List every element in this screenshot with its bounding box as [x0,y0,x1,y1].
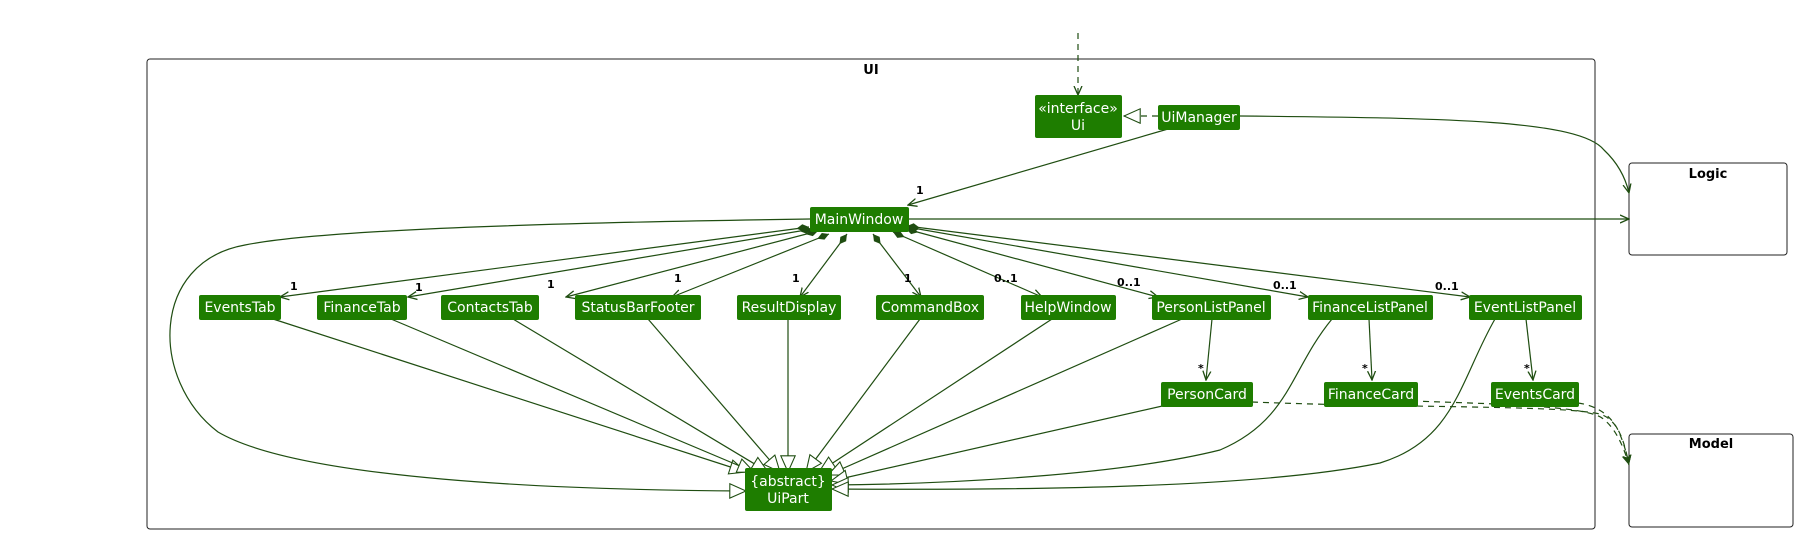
finance-card-name: FinanceCard [1328,387,1414,403]
finance-tab-name: FinanceTab [323,300,400,316]
class-ui-part[interactable]: {abstract} UiPart [745,468,832,511]
class-finance-card[interactable]: FinanceCard [1324,382,1418,407]
class-main-window[interactable]: MainWindow [810,207,909,232]
inherit-person-list [828,318,1183,475]
manager-mainwindow-edge [908,128,1169,205]
inherit-contacts-tab [512,318,768,472]
mult-status-bar: 1 [674,272,682,285]
composition-command-box [872,233,921,297]
person-card-model-edge [1251,401,1632,466]
events-card-name: EventsCard [1495,387,1575,403]
inherit-person-card [831,401,1181,481]
contacts-tab-name: ContactsTab [447,300,533,316]
inherit-help-window [819,318,1053,472]
composition-finance-tab [408,229,813,297]
status-bar-footer-name: StatusBarFooter [581,300,694,316]
inherit-command-box [806,318,921,472]
result-display-name: ResultDisplay [742,300,837,316]
class-status-bar-footer[interactable]: StatusBarFooter [575,295,701,320]
event-list-to-card [1525,318,1533,380]
class-result-display[interactable]: ResultDisplay [737,295,841,320]
composition-event-list [906,226,1470,297]
inherit-finance-tab [390,318,754,472]
edges [169,33,1632,491]
mult-finance-tab: 1 [415,281,423,294]
mult-help-window: 0..1 [994,272,1018,285]
command-box-name: CommandBox [881,300,979,316]
ui-package-title: UI [863,63,878,78]
composition-result-display [800,233,848,297]
mult-finance-list: 0..1 [1273,279,1297,292]
finance-card-model-edge [1411,400,1631,466]
multiplicities: 1 1 1 1 1 1 1 0..1 0..1 0..1 0..1 * * * [290,184,1530,375]
class-finance-tab[interactable]: FinanceTab [317,295,407,320]
events-card-model-edge [1577,402,1632,466]
composition-help-window [892,232,1042,297]
finance-list-to-card [1369,318,1372,380]
events-tab-name: EventsTab [204,300,275,316]
mult-events-tab: 1 [290,280,298,293]
mult-finance-card: * [1362,362,1368,375]
mult-result-display: 1 [792,272,800,285]
mult-command-box: 1 [904,272,912,285]
model-package: Model [1628,433,1794,528]
class-contacts-tab[interactable]: ContactsTab [441,295,539,320]
class-finance-list-panel[interactable]: FinanceListPanel [1308,295,1433,320]
composition-events-tab [280,227,810,297]
mult-contacts-tab: 1 [547,278,555,291]
mult-person-list: 0..1 [1117,276,1141,289]
inherit-events-tab [272,318,746,472]
main-window-name: MainWindow [815,212,904,228]
person-card-name: PersonCard [1167,387,1247,403]
person-list-to-card [1206,318,1213,380]
composition-finance-list [906,227,1308,297]
event-list-panel-name: EventListPanel [1474,300,1576,316]
class-ui-interface[interactable]: «interface» Ui [1035,95,1122,138]
class-events-card[interactable]: EventsCard [1491,382,1579,407]
ui-interface-stereotype: «interface» [1038,101,1118,117]
class-command-box[interactable]: CommandBox [876,295,984,320]
class-person-card[interactable]: PersonCard [1161,382,1253,407]
composition-status-bar [672,234,830,297]
ui-interface-name: Ui [1071,118,1085,134]
inherit-event-list [832,318,1496,489]
logic-package: Logic [1628,162,1788,256]
inherit-status-bar [647,318,780,472]
person-list-panel-name: PersonListPanel [1156,300,1265,316]
ui-part-stereotype: {abstract} [750,474,826,490]
manager-logic-edge [1239,115,1629,193]
class-help-window[interactable]: HelpWindow [1021,295,1116,320]
help-window-name: HelpWindow [1024,300,1111,316]
inherit-finance-list [832,318,1333,485]
finance-list-panel-name: FinanceListPanel [1312,300,1428,316]
class-events-tab[interactable]: EventsTab [199,295,281,320]
mult-events-card: * [1524,362,1530,375]
class-ui-manager[interactable]: UiManager [1158,105,1240,130]
mult-event-list: 0..1 [1435,280,1459,293]
mult-manager-mainwindow: 1 [916,184,924,197]
model-package-title: Model [1689,437,1733,452]
class-event-list-panel[interactable]: EventListPanel [1469,295,1582,320]
class-person-list-panel[interactable]: PersonListPanel [1152,295,1271,320]
inherit-mainwindow [169,218,811,491]
mult-person-card: * [1198,362,1204,375]
ui-package: UI [146,58,1596,530]
ui-part-name: UiPart [767,491,809,507]
logic-package-title: Logic [1689,167,1728,182]
ui-manager-name: UiManager [1161,110,1237,126]
